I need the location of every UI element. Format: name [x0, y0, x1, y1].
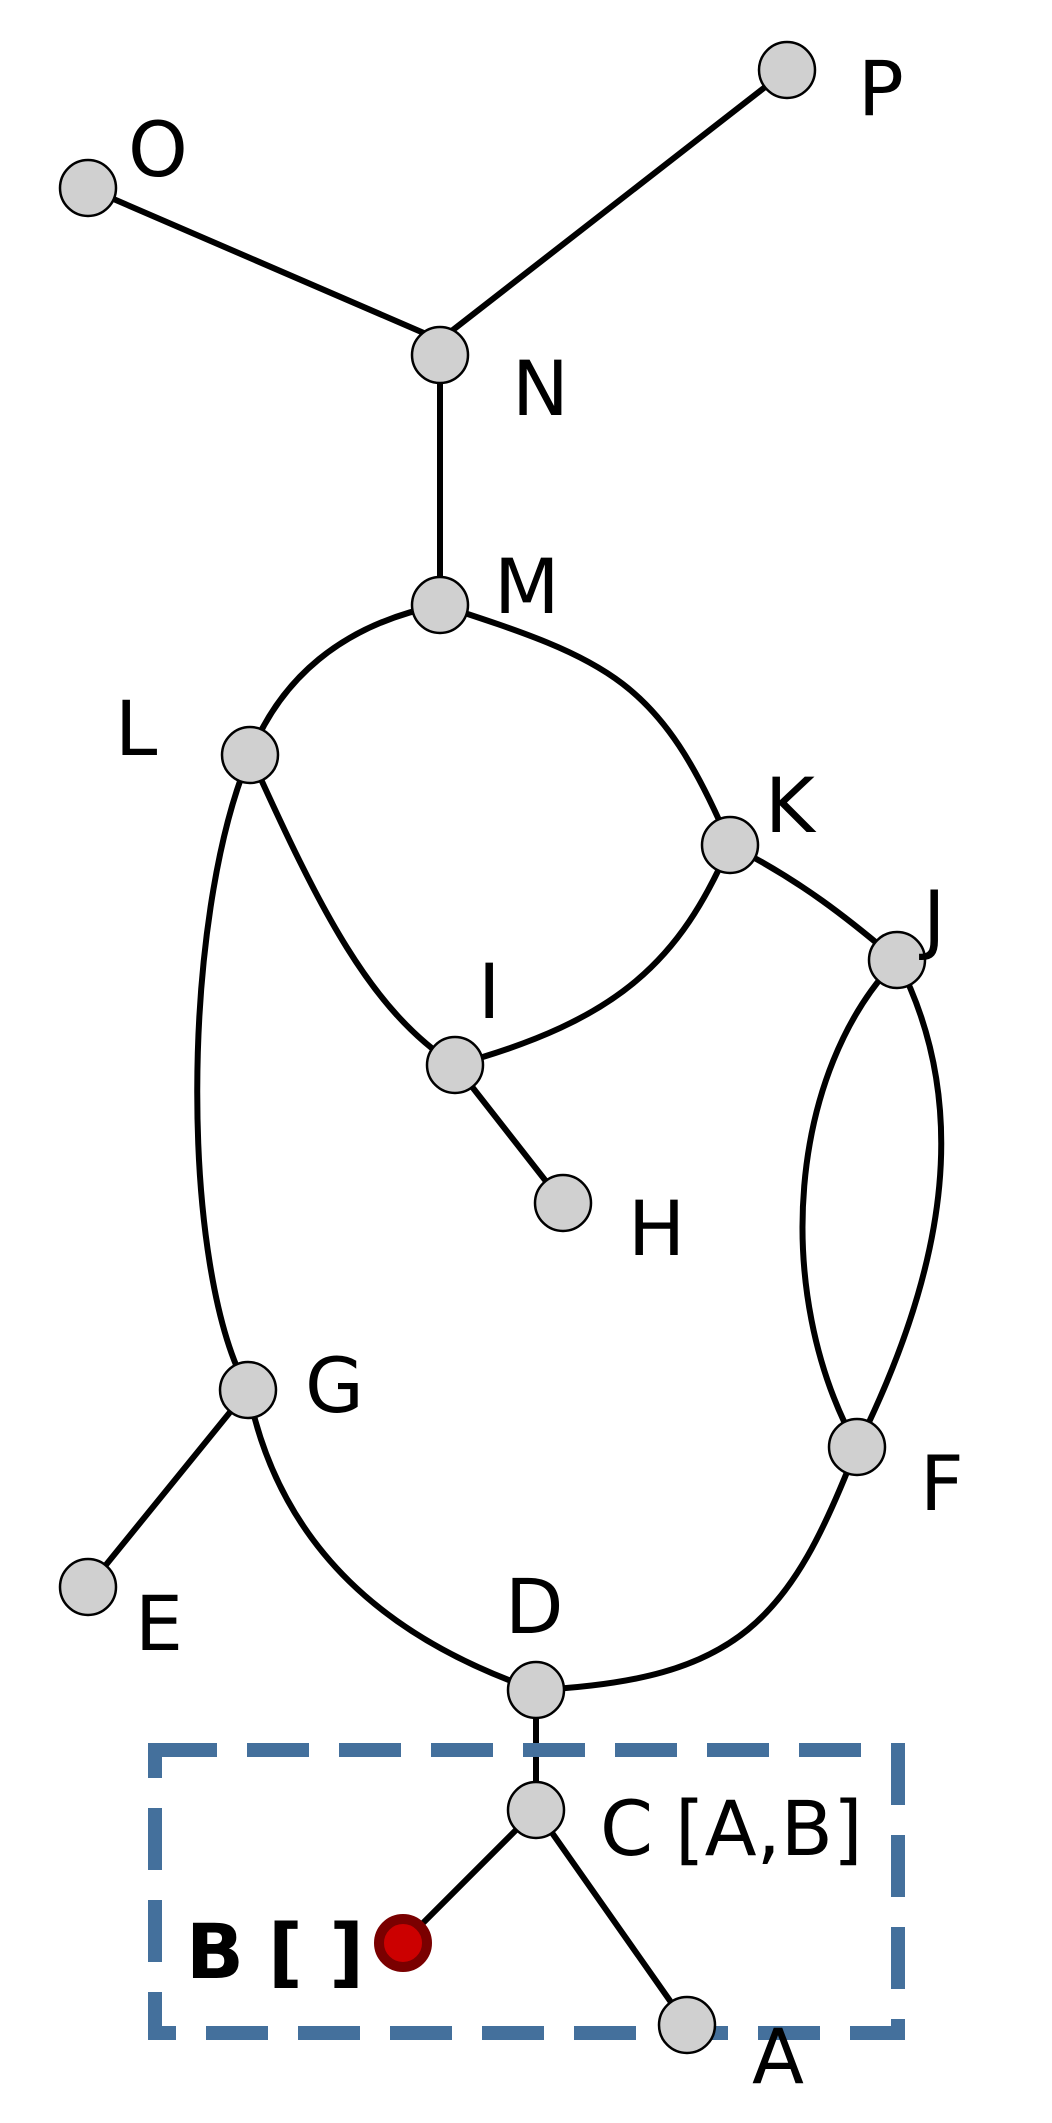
- node-o: [58, 158, 118, 218]
- edge-o-n: [85, 185, 443, 343]
- node-d: [506, 1660, 566, 1720]
- label-d: D: [505, 1562, 564, 1651]
- node-g: [218, 1360, 278, 1420]
- node-b: [374, 1914, 432, 1972]
- node-p: [757, 40, 817, 100]
- edge-g-d: [245, 1387, 539, 1693]
- selection-frame: [148, 1743, 905, 2040]
- edge-j-f-right: [854, 957, 945, 1450]
- node-e: [58, 1557, 118, 1617]
- edge-j-f-left: [799, 957, 900, 1450]
- label-m: M: [494, 542, 560, 631]
- label-h: H: [628, 1184, 685, 1273]
- edge-m-k: [437, 602, 733, 848]
- node-j: [867, 930, 927, 990]
- node-a: [657, 1995, 717, 2055]
- node-labels: O P N M L K J I H G F E D C [A,B] A B [ …: [115, 44, 964, 2101]
- label-f: F: [920, 1439, 964, 1528]
- label-i: I: [478, 947, 500, 1036]
- label-o: O: [128, 105, 188, 194]
- label-c-list: [A,B]: [675, 1784, 863, 1873]
- label-a: A: [752, 2012, 804, 2101]
- node-l: [220, 725, 280, 785]
- label-l: L: [115, 684, 157, 773]
- label-b: B: [186, 1907, 244, 1996]
- node-n: [410, 325, 470, 385]
- label-p: P: [858, 44, 904, 133]
- node-i: [425, 1035, 485, 1095]
- label-b-list: [ ]: [268, 1907, 364, 1996]
- edge-c-a: [533, 1807, 690, 2028]
- edge-l-i: [247, 752, 458, 1068]
- edges: [85, 67, 945, 2028]
- label-j: J: [919, 874, 945, 963]
- label-e: E: [135, 1579, 183, 1668]
- node-m: [410, 575, 470, 635]
- edge-p-n: [437, 67, 790, 343]
- node-f: [827, 1417, 887, 1477]
- edge-g-e: [85, 1387, 251, 1590]
- node-h: [533, 1173, 593, 1233]
- edge-k-i: [452, 842, 733, 1068]
- edge-k-j: [727, 842, 900, 963]
- nodes: [58, 40, 927, 2055]
- label-k: K: [765, 761, 817, 850]
- edge-l-g: [194, 752, 253, 1393]
- label-c: C: [600, 1784, 653, 1873]
- label-g: G: [305, 1341, 364, 1430]
- node-c: [506, 1780, 566, 1840]
- edge-f-d: [533, 1444, 860, 1693]
- edge-m-l: [247, 602, 443, 758]
- label-n: N: [512, 344, 569, 433]
- edge-c-b: [400, 1807, 539, 1946]
- node-k: [700, 815, 760, 875]
